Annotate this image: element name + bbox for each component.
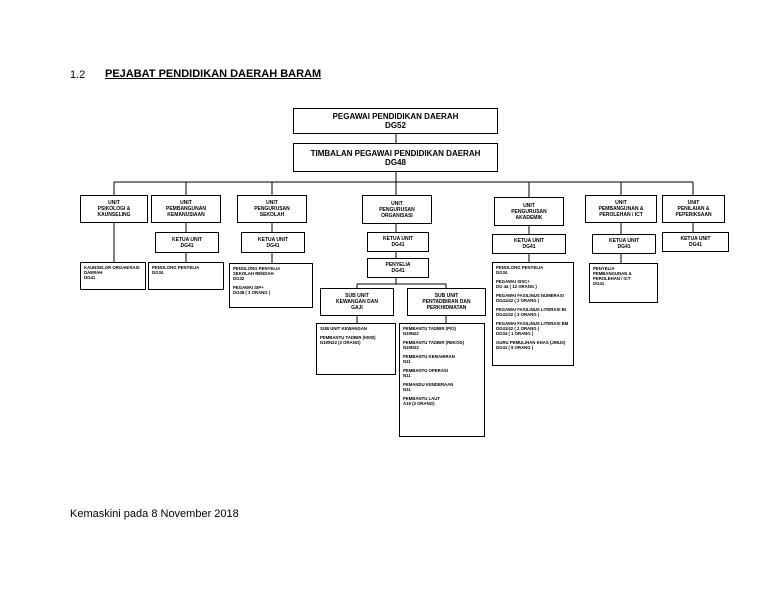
- staff-line: DG41 ( 9 ORANG ): [496, 345, 534, 350]
- staff-line: N11: [403, 359, 411, 364]
- last-updated-note: Kemaskini pada 8 November 2018: [70, 508, 239, 520]
- staff-line: N19N22: [403, 331, 419, 336]
- staff-line: PENOLONG PENYELIA: [496, 265, 544, 270]
- staff-line: PEGAWAI FASILINUS LITERASI BM: [496, 321, 569, 326]
- staff-line: DG41: [593, 281, 605, 286]
- penyelia-box: PENYELIA DG41: [367, 258, 429, 278]
- ketua-unit-grade: DG41: [617, 244, 631, 250]
- unit-pembangunan-kemanusiaan: UNIT PEMBANGUNAN KEMANUSIAAN: [151, 195, 221, 223]
- district-education-officer-title: PEGAWAI PENDIDIKAN DAERAH: [332, 112, 459, 121]
- ketua-unit-sekolah: KETUA UNIT DG41: [241, 232, 305, 253]
- staff-line: GURU PEMULIHAN KHAS (JINUS): [496, 340, 566, 345]
- staff-line: PEMBANTU TADBIR (P/O): [403, 326, 456, 331]
- unit-penilaian-peperiksaan: UNIT PENILAIAN & PEPERIKSAAN: [662, 195, 725, 223]
- district-education-officer-box: PEGAWAI PENDIDIKAN DAERAH DG52: [293, 108, 498, 134]
- staff-pentadbiran: PEMBANTU TADBIR (P/O) N19N22 PEMBANTU TA…: [399, 323, 485, 437]
- staff-line: PEGAWAI FASILINUS NUMERASI: [496, 293, 564, 298]
- staff-line: PEGAWAI SISC+: [496, 279, 530, 284]
- staff-line: DG34: [496, 270, 508, 275]
- staff-line: DG41/42 ( 3 ORANG ): [496, 312, 540, 317]
- staff-line: N11: [403, 387, 411, 392]
- staff-line: N11: [403, 373, 411, 378]
- deputy-officer-box: TIMBALAN PEGAWAI PENDIDIKAN DAERAH DG48: [293, 143, 498, 172]
- staff-akademik: PENOLONG PENYELIA DG34 PEGAWAI SISC+ DG …: [492, 262, 574, 366]
- staff-line: DG48 ( 3 ORANG ): [233, 290, 271, 295]
- ketua-unit-kemanusiaan: KETUA UNIT DG41: [155, 232, 219, 253]
- ketua-unit-label: KETUA UNIT: [257, 236, 289, 243]
- staff-line: PENOLONG PENYELIA: [152, 265, 200, 270]
- ketua-unit-label: KETUA UNIT: [171, 236, 203, 243]
- staff-line: DG41/42 ( 2 ORANG ): [496, 326, 540, 331]
- staff-line: N19/N22 (2 ORANG): [320, 340, 361, 345]
- ketua-unit-akademik: KETUA UNIT DG41: [492, 234, 566, 254]
- ketua-unit-perolehan: KETUA UNIT DG41: [592, 234, 656, 254]
- staff-line: PEMBANTU TADBIR (REKOD): [403, 340, 465, 345]
- unit-psikologi-kaunseling: UNIT PSIKOLOGI & KAUNSELING: [80, 195, 148, 223]
- staff-line: PEMBANTU TADBIR (KEW): [320, 335, 376, 340]
- staff-line: DG32: [233, 276, 245, 281]
- staff-line: PENOLONG PENYELIA: [233, 266, 281, 271]
- staff-line: PENYELIA: [593, 266, 615, 271]
- subunit-kewangan-gaji: SUB UNIT KEWANGAN DAN GAJI: [320, 288, 394, 316]
- staff-line: DAERAH: [84, 270, 103, 275]
- ketua-unit-label: KETUA UNIT: [513, 238, 545, 244]
- unit-pengurusan-sekolah: UNIT PENGURUSAN SEKOLAH: [237, 195, 307, 223]
- deputy-officer-title: TIMBALAN PEGAWAI PENDIDIKAN DAERAH: [310, 148, 481, 158]
- ketua-unit-label: KETUA UNIT: [608, 238, 640, 244]
- staff-sekolah: PENOLONG PENYELIA SEKOLAH RENDAH DG32 PE…: [229, 263, 313, 308]
- ketua-unit-grade: DG41: [688, 242, 703, 248]
- ketua-unit-label: KETUA UNIT: [382, 236, 414, 242]
- staff-line: SEKOLAH RENDAH: [233, 271, 274, 276]
- penyelia-grade: DG41: [391, 268, 405, 274]
- staff-kewangan: SUB UNIT KEWANGAN PEMBANTU TADBIR (KEW) …: [316, 323, 396, 375]
- staff-line: N19N22: [403, 345, 419, 350]
- ketua-unit-penilaian: KETUA UNIT DG41: [662, 232, 729, 252]
- staff-line: PEGAWAI SIP+: [233, 285, 264, 290]
- ketua-unit-label: KETUA UNIT: [680, 236, 711, 242]
- staff-line: KAUNSELOR ORGANISASI: [84, 265, 140, 270]
- ketua-unit-grade: DG41: [180, 242, 194, 249]
- section-number: 1.2: [70, 69, 86, 81]
- staff-line: DG34: [152, 270, 164, 275]
- staff-line: DG41: [84, 275, 96, 280]
- staff-line: DG 44 ( 12 ORANG ): [496, 284, 537, 289]
- staff-line: PEMBANTU OPERASI: [403, 368, 448, 373]
- staff-kaunseling: KAUNSELOR ORGANISASI DAERAH DG41: [80, 262, 146, 290]
- ketua-unit-grade: DG41: [266, 242, 280, 249]
- staff-line: DG41/42 ( 3 ORANG ): [496, 298, 540, 303]
- penyelia-label: PENYELIA: [385, 262, 411, 268]
- deputy-officer-grade: DG48: [385, 157, 406, 167]
- staff-line: SUB UNIT KEWANGAN: [320, 326, 368, 331]
- subunit-pentadbiran-perkhidmatan: SUB UNIT PENTADBIRAN DAN PERKHIDMATAN: [407, 288, 486, 316]
- staff-line: DG34 ( 1 ORANG ): [496, 331, 534, 336]
- staff-line: PEGAWAI FASILINUS LITERASI BI: [496, 307, 566, 312]
- staff-line: PEROLEHAN / ICT: [593, 276, 631, 281]
- page-title: PEJABAT PENDIDIKAN DAERAH BARAM: [105, 68, 322, 80]
- unit-pembangunan-perolehan-ict: UNIT PEMBANGUNAN & PEROLEHAN / ICT: [585, 195, 657, 223]
- staff-line: PEMBANTU LAUT: [403, 396, 440, 401]
- unit-pengurusan-akademik: UNIT PENGURUSAN AKADEMIK: [494, 197, 564, 226]
- unit-pengurusan-organisasi: UNIT PENGURUSAN ORGANISASI: [362, 195, 432, 224]
- staff-line: PEMBANTU KEMAHIRAN: [403, 354, 455, 359]
- staff-line: A19 (3 ORANG): [403, 401, 435, 406]
- district-education-officer-grade: DG52: [385, 121, 406, 130]
- staff-line: PEMANDU KENDERAAN: [403, 382, 454, 387]
- ketua-unit-organisasi: KETUA UNIT DG41: [367, 232, 429, 252]
- ketua-unit-grade: DG41: [522, 244, 536, 250]
- ketua-unit-grade: DG41: [391, 242, 405, 248]
- staff-kemanusiaan: PENOLONG PENYELIA DG34: [148, 262, 224, 290]
- staff-line: PEMBANGUNAN &: [593, 271, 632, 276]
- staff-perolehan: PENYELIA PEMBANGUNAN & PEROLEHAN / ICT D…: [589, 263, 658, 303]
